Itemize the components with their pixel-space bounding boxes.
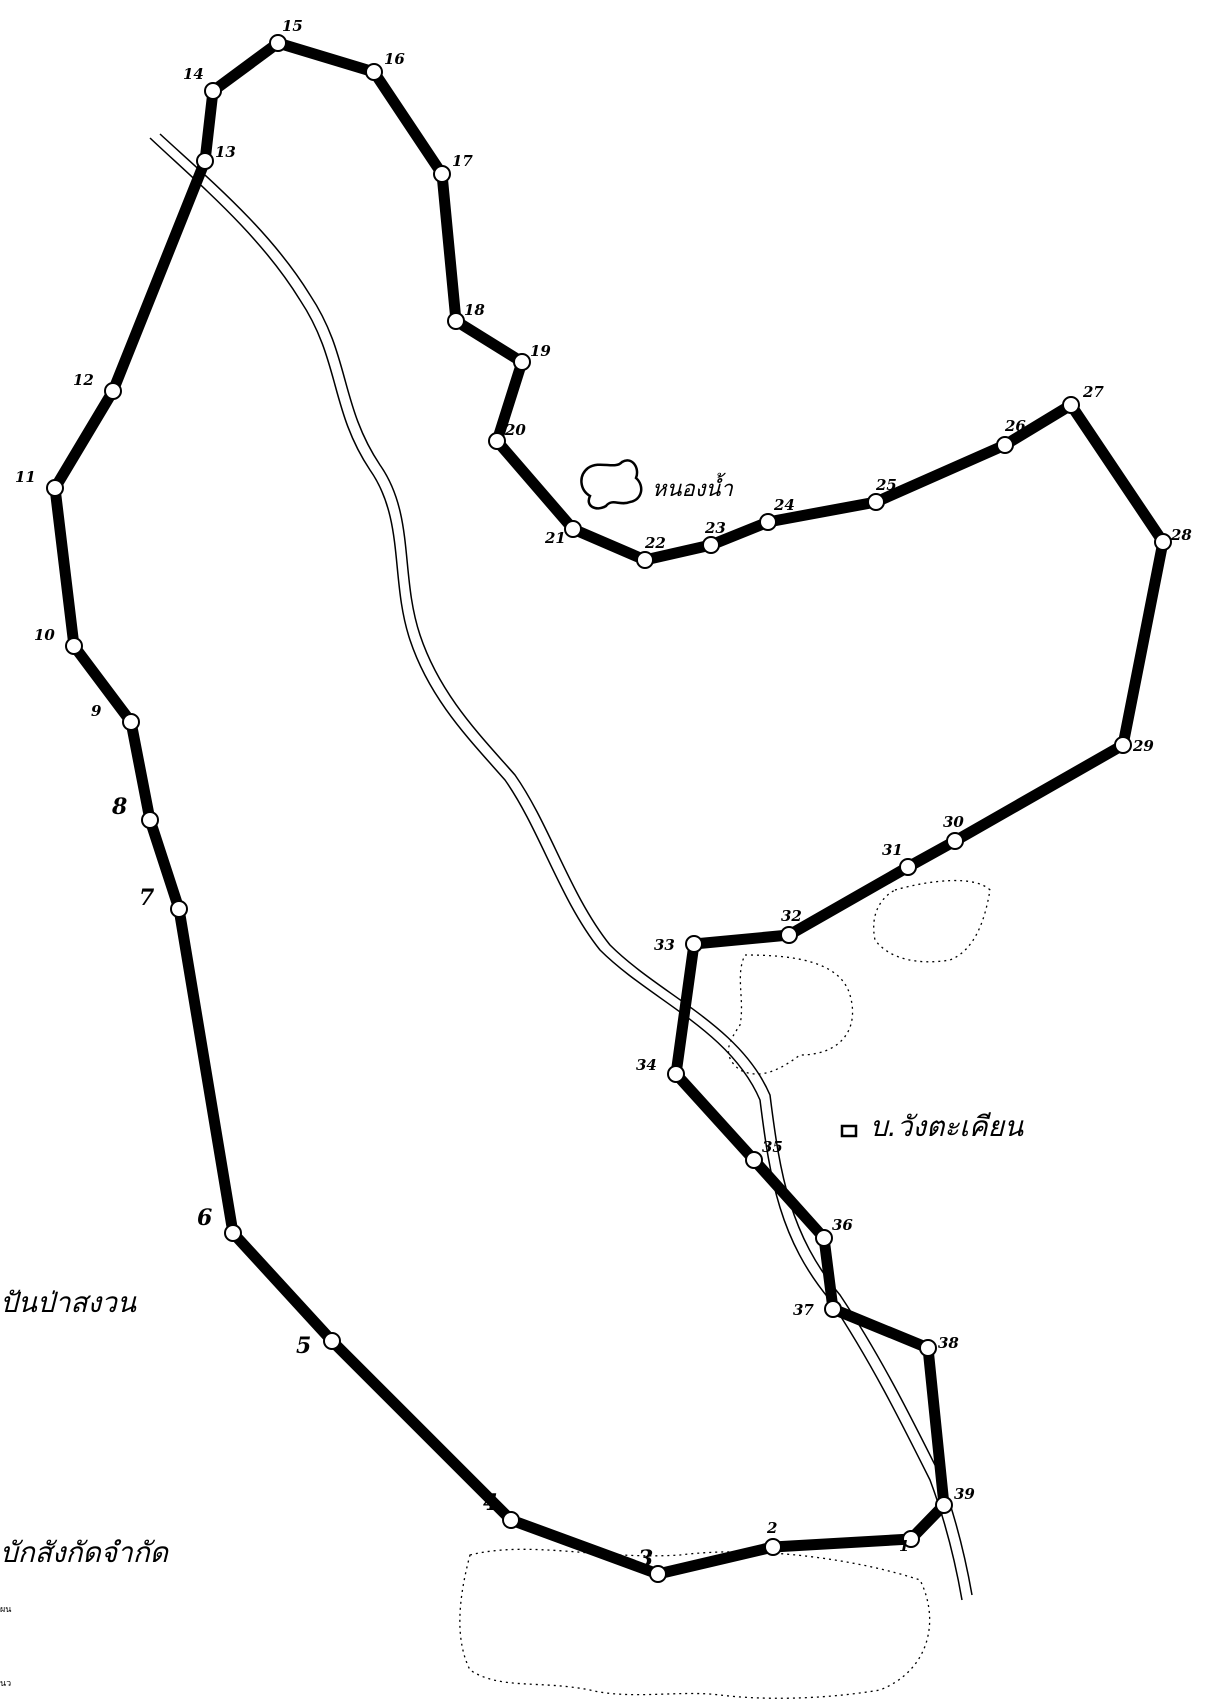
- vertex-20: [488, 432, 506, 450]
- vertex-25: [867, 493, 885, 511]
- vertex-38: [919, 1339, 937, 1357]
- vertex-19: [513, 353, 531, 371]
- vertex-label-29: 29: [1132, 737, 1154, 755]
- vertex-14: [204, 82, 222, 100]
- vertex-label-32: 32: [781, 907, 802, 925]
- vertex-label-23: 23: [704, 519, 726, 537]
- vertex-31: [899, 858, 917, 876]
- vertex-label-16: 16: [384, 50, 405, 68]
- boundary-polyline: [49, 37, 1169, 1580]
- vertex-4: [502, 1511, 520, 1529]
- vertex-10: [65, 637, 83, 655]
- vertex-label-4: 4: [483, 1490, 498, 1516]
- vertex-label-26: 26: [1004, 417, 1026, 435]
- pond-icon: [580, 459, 643, 510]
- vertex-7: [170, 900, 188, 918]
- left-mid-label: ปันป่าสงวน: [0, 1286, 137, 1319]
- vertex-15: [269, 34, 287, 52]
- vertex-label-11: 11: [15, 468, 36, 486]
- vertex-22: [636, 551, 654, 569]
- tiny-left-label-2: นว: [0, 1679, 11, 1689]
- vertex-label-30: 30: [943, 813, 964, 831]
- vertex-label-22: 22: [644, 534, 666, 552]
- vertex-2: [764, 1538, 782, 1556]
- vertex-5: [323, 1332, 341, 1350]
- vertex-label-25: 25: [875, 476, 897, 494]
- vertex-label-28: 28: [1170, 526, 1192, 544]
- vertex-21: [564, 520, 582, 538]
- dotted-areas: [459, 879, 991, 1699]
- vertex-label-27: 27: [1082, 383, 1104, 401]
- vertex-37: [824, 1300, 842, 1318]
- vertex-6: [224, 1224, 242, 1242]
- vertex-39: [935, 1496, 953, 1514]
- pond-label: หนองน้ำ: [652, 472, 734, 502]
- vertex-label-21: 21: [544, 529, 566, 547]
- vertex-3: [649, 1565, 667, 1583]
- vertex-label-31: 31: [882, 841, 903, 859]
- vertex-label-12: 12: [73, 371, 94, 389]
- road-double-line: [149, 133, 973, 1601]
- vertex-label-19: 19: [530, 342, 551, 360]
- vertex-label-1: 1: [899, 1537, 909, 1555]
- vertex-label-13: 13: [215, 143, 236, 161]
- village-marker-icon: [840, 1124, 858, 1138]
- vertex-17: [433, 165, 451, 183]
- vertex-label-35: 35: [762, 1138, 783, 1156]
- vertex-16: [365, 63, 383, 81]
- vertex-label-6: 6: [197, 1205, 212, 1231]
- vertex-layer: [46, 34, 1172, 1583]
- vertex-label-9: 9: [91, 702, 102, 720]
- vertex-18: [447, 312, 465, 330]
- vertex-label-7: 7: [139, 885, 155, 911]
- vertex-label-34: 34: [636, 1056, 657, 1074]
- road-edge-right: [159, 133, 973, 1596]
- vertex-label-10: 10: [34, 626, 55, 644]
- vertex-11: [46, 479, 64, 497]
- vertex-label-38: 38: [938, 1334, 959, 1352]
- vertex-label-18: 18: [464, 301, 485, 319]
- vertex-34: [667, 1065, 685, 1083]
- vertex-8: [141, 811, 159, 829]
- vertex-label-39: 39: [954, 1485, 975, 1503]
- vertex-28: [1154, 533, 1172, 551]
- village-label: บ.วังตะเคียน: [870, 1110, 1024, 1143]
- left-bottom-label: บักสังกัดจำกัด: [0, 1536, 170, 1569]
- vertex-label-37: 37: [793, 1301, 814, 1319]
- vertex-label-24: 24: [773, 496, 795, 514]
- vertex-9: [122, 713, 140, 731]
- vertex-label-36: 36: [832, 1216, 853, 1234]
- vertex-27: [1062, 396, 1080, 414]
- vertex-29: [1114, 736, 1132, 754]
- vertex-label-20: 20: [504, 421, 526, 439]
- vertex-label-5: 5: [296, 1333, 311, 1359]
- vertex-33: [685, 935, 703, 953]
- vertex-32: [780, 926, 798, 944]
- vertex-label-8: 8: [111, 794, 127, 820]
- vertex-13: [196, 152, 214, 170]
- vertex-1: [902, 1530, 920, 1548]
- vertex-30: [946, 832, 964, 850]
- vertex-label-17: 17: [452, 152, 473, 170]
- vertex-label-2: 2: [766, 1519, 777, 1537]
- vertex-label-33: 33: [654, 936, 675, 954]
- vertex-36: [815, 1229, 833, 1247]
- vertex-23: [702, 536, 720, 554]
- tiny-left-label-1: ผน: [0, 1605, 11, 1615]
- vertex-12: [104, 382, 122, 400]
- dotted-area-center: [727, 954, 854, 1075]
- dotted-area-bottom: [459, 1548, 931, 1699]
- vertex-label-14: 14: [183, 65, 204, 83]
- vertex-35: [745, 1151, 763, 1169]
- road-edge-left: [149, 137, 963, 1601]
- vertex-24: [759, 513, 777, 531]
- dotted-area-right: [873, 879, 991, 963]
- vertex-label-15: 15: [282, 17, 303, 35]
- vertex-label-3: 3: [638, 1546, 653, 1572]
- vertex-26: [996, 436, 1014, 454]
